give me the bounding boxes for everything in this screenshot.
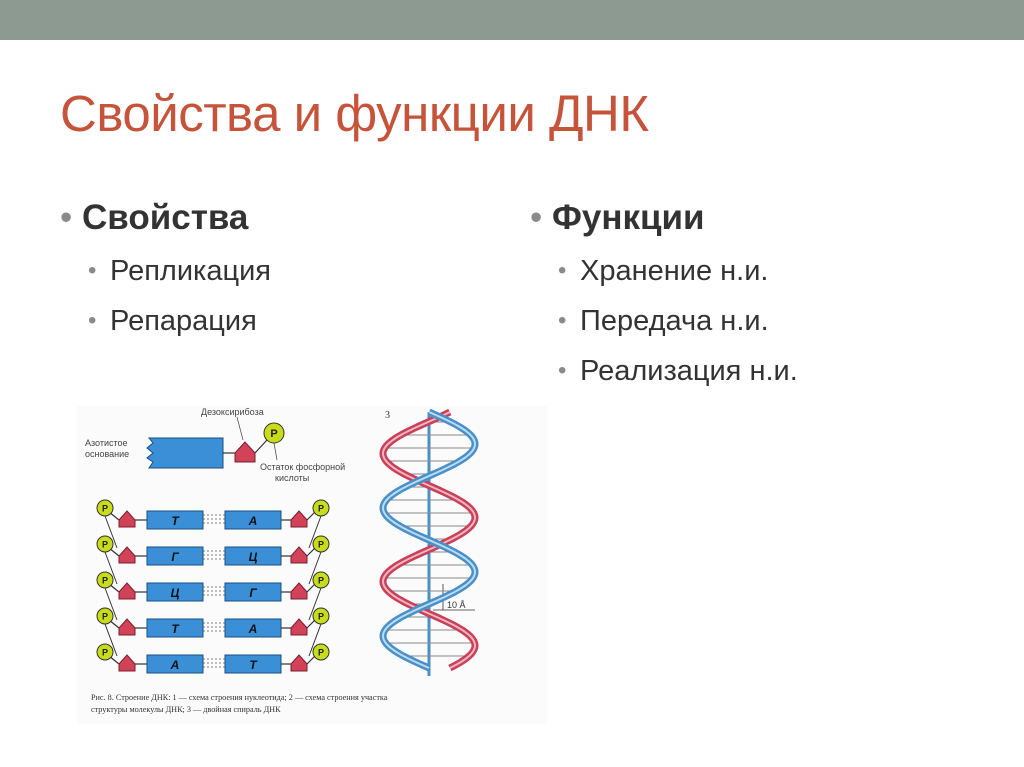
right-backbone-link — [308, 623, 322, 657]
strand-pair-row: Р Т А Р — [96, 499, 330, 549]
left-phosphate-symbol: Р — [102, 648, 108, 658]
strand-pair-row: Р Ц Г Р — [96, 571, 330, 621]
right-backbone-link — [308, 551, 322, 585]
strand-pair-row: Р А Т Р — [96, 643, 330, 674]
slide-title: Свойства и функции ДНК — [60, 85, 649, 142]
helix-number: 3 — [385, 410, 390, 421]
double-helix: 3 10 Å — [379, 408, 479, 676]
right-phosphate-bond — [306, 511, 316, 521]
left-deoxyribose — [118, 582, 136, 600]
left-base — [146, 546, 204, 566]
right-deoxyribose — [290, 618, 308, 636]
top-bar — [0, 0, 1024, 40]
phosphate-pointer — [273, 442, 278, 461]
properties-heading: Свойства — [60, 196, 271, 240]
phosphate-symbol: Р — [270, 428, 277, 440]
left-base — [146, 582, 204, 602]
functions-list: Хранение н.и. Передача н.и. Реализация н… — [530, 246, 798, 396]
left-deoxyribose — [118, 654, 136, 672]
left-phosphate-symbol: Р — [102, 504, 108, 514]
properties-column: Свойства Репликация Репарация — [60, 196, 271, 346]
phosphate-label-1: Остаток фосфорной — [260, 462, 345, 472]
functions-column: Функции Хранение н.и. Передача н.и. Реал… — [530, 196, 798, 396]
function-item-transfer: Передача н.и. — [558, 296, 798, 346]
dna-strand-pairs: Р Т А Р Р Г Ц Р Р Ц Г Р Р Т А Р Р А Т Р — [96, 499, 330, 674]
helix-scale-label: 10 Å — [447, 600, 466, 610]
right-base-letter: А — [248, 622, 258, 636]
right-phosphate-bond — [306, 583, 316, 593]
figure-caption-line2: структуры молекулы ДНК; 3 — двойная спир… — [91, 705, 281, 714]
right-phosphate-bond — [306, 547, 316, 557]
left-base — [146, 618, 204, 638]
phosphate-label-2: кислоты — [275, 473, 309, 483]
nucleotide-scheme: Азотистое основание Дезоксирибоза Р Оста… — [85, 407, 345, 483]
left-phosphate-symbol: Р — [102, 612, 108, 622]
right-phosphate-symbol: Р — [318, 576, 324, 586]
nucleotide-base-shape — [146, 437, 224, 469]
strand-pair-row: Р Г Ц Р — [96, 535, 330, 585]
right-backbone-link — [308, 587, 322, 621]
deoxyribose-pointer — [236, 416, 244, 441]
function-item-realization: Реализация н.и. — [558, 346, 798, 396]
left-base — [146, 510, 204, 530]
right-deoxyribose — [290, 546, 308, 564]
right-phosphate-symbol: Р — [318, 612, 324, 622]
helix-strand-blue-highlight — [381, 411, 477, 669]
right-phosphate-bond — [306, 619, 316, 629]
right-base-letter: Ц — [249, 550, 258, 564]
left-base-letter: А — [170, 658, 180, 672]
left-phosphate-symbol: Р — [102, 540, 108, 550]
left-base-letter: Т — [171, 622, 180, 636]
right-backbone-link — [308, 515, 322, 549]
property-item-reparation: Репарация — [88, 296, 271, 346]
deoxyribose-label: Дезоксирибоза — [201, 407, 264, 417]
left-backbone-link — [104, 515, 118, 549]
right-phosphate-symbol: Р — [318, 504, 324, 514]
left-backbone-link — [104, 587, 118, 621]
function-item-storage: Хранение н.и. — [558, 246, 798, 296]
left-base-letter: Ц — [171, 586, 180, 600]
left-backbone-link — [104, 623, 118, 657]
right-phosphate-symbol: Р — [318, 648, 324, 658]
right-phosphate-bond — [306, 655, 316, 665]
right-base-letter: Т — [249, 658, 258, 672]
left-phosphate — [96, 643, 114, 661]
right-base-letter: Г — [249, 586, 257, 600]
left-base — [146, 654, 204, 674]
right-deoxyribose — [290, 510, 308, 528]
functions-heading: Функции — [530, 196, 798, 240]
strand-pair-row: Р Т А Р — [96, 607, 330, 657]
left-base-letter: Т — [171, 514, 180, 528]
base-label-2: основание — [85, 449, 129, 459]
figure-caption-line1: Рис. 8. Строение ДНК: 1 — схема строения… — [91, 693, 388, 702]
sugar-phosphate-bond — [254, 439, 268, 454]
dna-structure-figure: Азотистое основание Дезоксирибоза Р Оста… — [77, 406, 547, 724]
right-phosphate-symbol: Р — [318, 540, 324, 550]
left-deoxyribose — [118, 546, 136, 564]
left-backbone-link — [104, 551, 118, 585]
dna-figure-canvas: Азотистое основание Дезоксирибоза Р Оста… — [85, 407, 479, 714]
left-phosphate-symbol: Р — [102, 576, 108, 586]
properties-list: Репликация Репарация — [60, 246, 271, 346]
right-phosphate — [312, 643, 330, 661]
deoxyribose-shape — [234, 441, 256, 463]
left-base-letter: Г — [171, 550, 179, 564]
right-deoxyribose — [290, 654, 308, 672]
right-deoxyribose — [290, 582, 308, 600]
helix-strand-red-highlight — [381, 411, 477, 669]
right-base-letter: А — [248, 514, 258, 528]
left-deoxyribose — [118, 618, 136, 636]
property-item-replication: Репликация — [88, 246, 271, 296]
left-deoxyribose — [118, 510, 136, 528]
base-label-1: Азотистое — [85, 438, 128, 448]
